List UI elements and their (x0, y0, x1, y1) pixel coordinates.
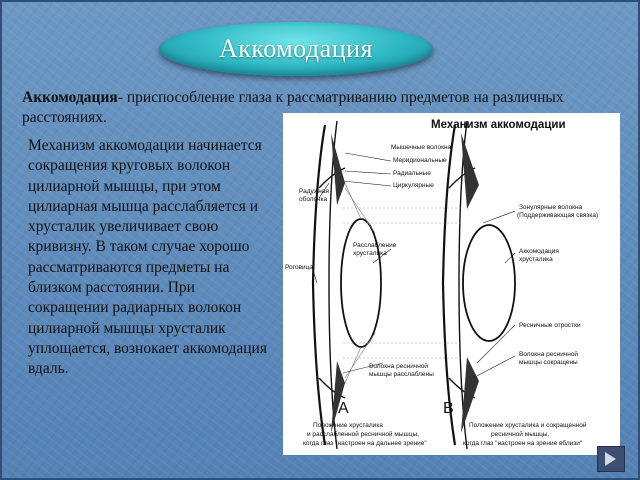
sclera-a (328, 120, 338, 450)
sclera-b (458, 120, 468, 450)
label-fibers-relaxed-2: мышцы расслаблены (369, 370, 434, 378)
caption-a-1: Положение хрусталика (313, 422, 383, 429)
ciliary-muscle-a-bottom (331, 361, 345, 433)
ciliary-muscle-b-bottom (461, 357, 479, 433)
label-fibers-relaxed-1: Волокна ресничной (369, 362, 428, 370)
cornea-a (311, 124, 327, 446)
definition-term: Аккомодация (22, 89, 118, 106)
diagram-title: Механизм аккомодации (431, 119, 566, 131)
label-cornea: Роговица (285, 264, 313, 271)
label-meridional: Меридиональные (393, 157, 447, 164)
label-circular: Циркулярные (393, 182, 434, 189)
label-fibers-contracted-2: мышцы сокращены (519, 359, 578, 366)
label-zonule-1: Зонулярные волокна (519, 204, 583, 211)
leader-lines (312, 152, 516, 379)
label-b: В (443, 400, 454, 417)
label-relax-2: хрусталика (353, 250, 387, 257)
slide-title-text: Аккомодация (219, 34, 373, 63)
next-slide-button[interactable] (597, 446, 625, 472)
label-accom-1: Аккомодация (519, 248, 559, 255)
label-ciliary-processes: Ресничные отростки (519, 322, 581, 329)
eye-a (311, 120, 382, 450)
zonule-lines-a (344, 182, 376, 384)
lens-b (462, 224, 516, 342)
mechanism-text: Механизм аккомодации начинается сокращен… (28, 137, 267, 378)
caption-b-1: Положение хрусталика и сокращенной (469, 421, 587, 429)
label-fibers-contracted-1: Волокна ресничной (519, 350, 578, 358)
label-relax-1: Расслабление (353, 241, 397, 249)
label-muscle-fibers: Мышечные волокна: (391, 144, 453, 151)
label-zonule-2: (Поддерживающая связка) (517, 212, 598, 219)
caption-b-3: когда глаз "настроен на зрение вблизи" (463, 439, 583, 447)
cornea-b (441, 124, 457, 446)
iris-a-top (318, 167, 346, 189)
label-iris-1: Радужная (299, 188, 329, 195)
label-iris-2: оболочка (299, 195, 328, 203)
accommodation-diagram: Механизм аккомодации (283, 113, 620, 455)
slide-title: Аккомодация (159, 22, 433, 76)
iris-a-bottom (318, 377, 346, 399)
label-accom-2: хрусталика (519, 256, 553, 263)
definition-text: Аккомодация- приспособление глаза к расс… (22, 88, 582, 128)
caption-a-3: когда глаз "настроен на дальнее зрение" (303, 440, 427, 447)
ciliary-muscle-a-top (331, 133, 345, 205)
eye-b (441, 120, 516, 450)
caption-b-2: ресничной мышцы, (491, 430, 549, 438)
label-radial: Радиальные (393, 170, 431, 177)
diagram-svg: Механизм аккомодации (285, 119, 598, 450)
label-a: А (338, 400, 349, 417)
definition-rest: - приспособление глаза к рассматриванию … (22, 89, 564, 126)
caption-a-2: и расслабленной ресничной мышцы, (307, 430, 419, 438)
ciliary-muscle-b-top (461, 133, 479, 209)
lens-a (340, 218, 382, 348)
guide-lines (343, 207, 463, 359)
